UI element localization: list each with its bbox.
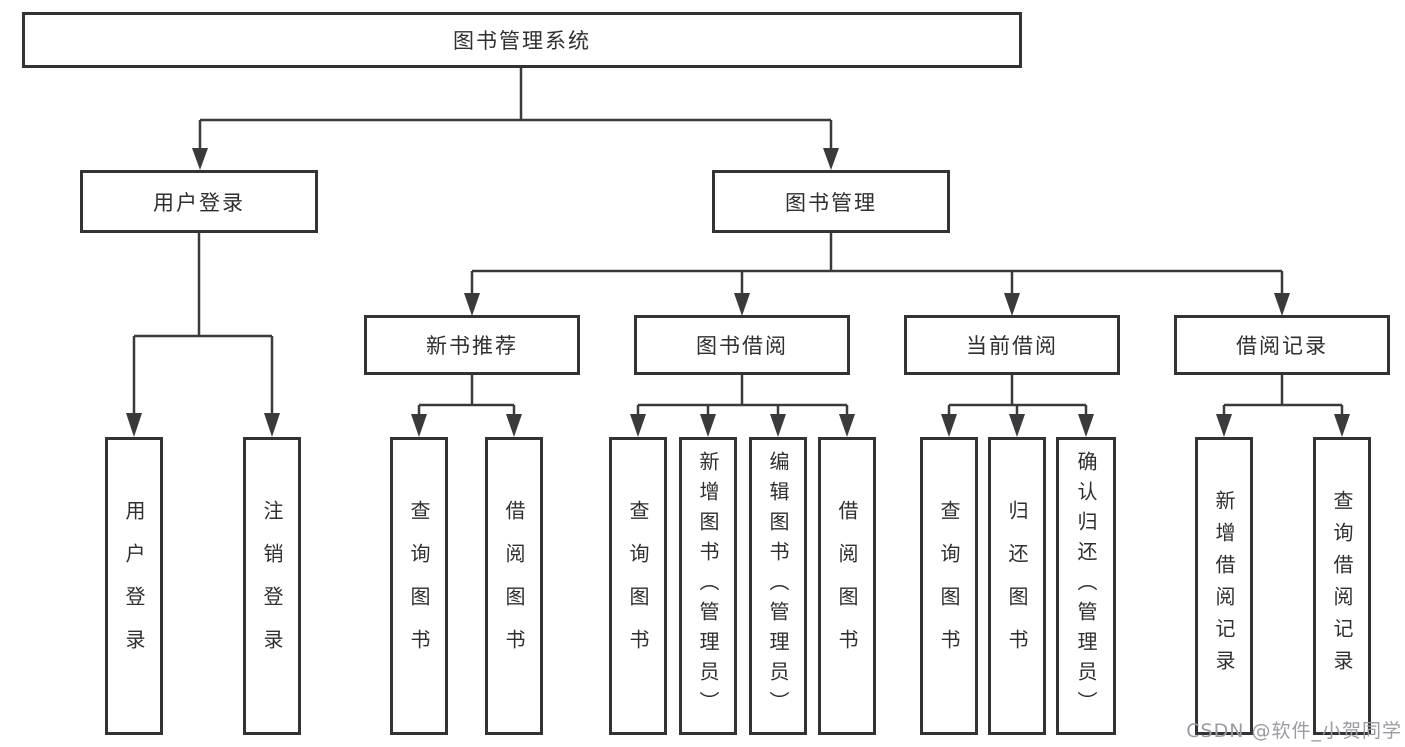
leaf-records-add-record: 新增借阅记录 bbox=[1195, 437, 1253, 735]
node-user-login-branch: 用户登录 bbox=[80, 170, 318, 233]
leaf-borrowing-edit-books-admin: 编辑图书（管理员） bbox=[749, 437, 807, 735]
leaf-current-query-books: 查询图书 bbox=[920, 437, 978, 735]
node-new-book-recommend: 新书推荐 bbox=[364, 315, 580, 375]
leaf-borrowing-borrow-books: 借阅图书 bbox=[818, 437, 876, 735]
leaf-recommend-borrow-books: 借阅图书 bbox=[485, 437, 543, 735]
node-book-management-branch: 图书管理 bbox=[712, 170, 950, 233]
leaf-records-query-record: 查询借阅记录 bbox=[1313, 437, 1371, 735]
leaf-current-return-books: 归还图书 bbox=[988, 437, 1046, 735]
leaf-current-confirm-return-admin: 确认归还（管理员） bbox=[1056, 437, 1116, 735]
node-borrowing-records: 借阅记录 bbox=[1174, 315, 1390, 375]
leaf-borrowing-query-books: 查询图书 bbox=[609, 437, 667, 735]
watermark-text: CSDN @软件_小贺同学 bbox=[1186, 720, 1402, 742]
node-library-management-system: 图书管理系统 bbox=[22, 12, 1022, 68]
leaf-borrowing-add-books-admin: 新增图书（管理员） bbox=[679, 437, 737, 735]
node-book-borrowing: 图书借阅 bbox=[634, 315, 850, 375]
node-current-borrowing: 当前借阅 bbox=[904, 315, 1120, 375]
leaf-user-login: 用户登录 bbox=[105, 437, 163, 735]
leaf-recommend-query-books: 查询图书 bbox=[390, 437, 448, 735]
leaf-logout: 注销登录 bbox=[243, 437, 301, 735]
